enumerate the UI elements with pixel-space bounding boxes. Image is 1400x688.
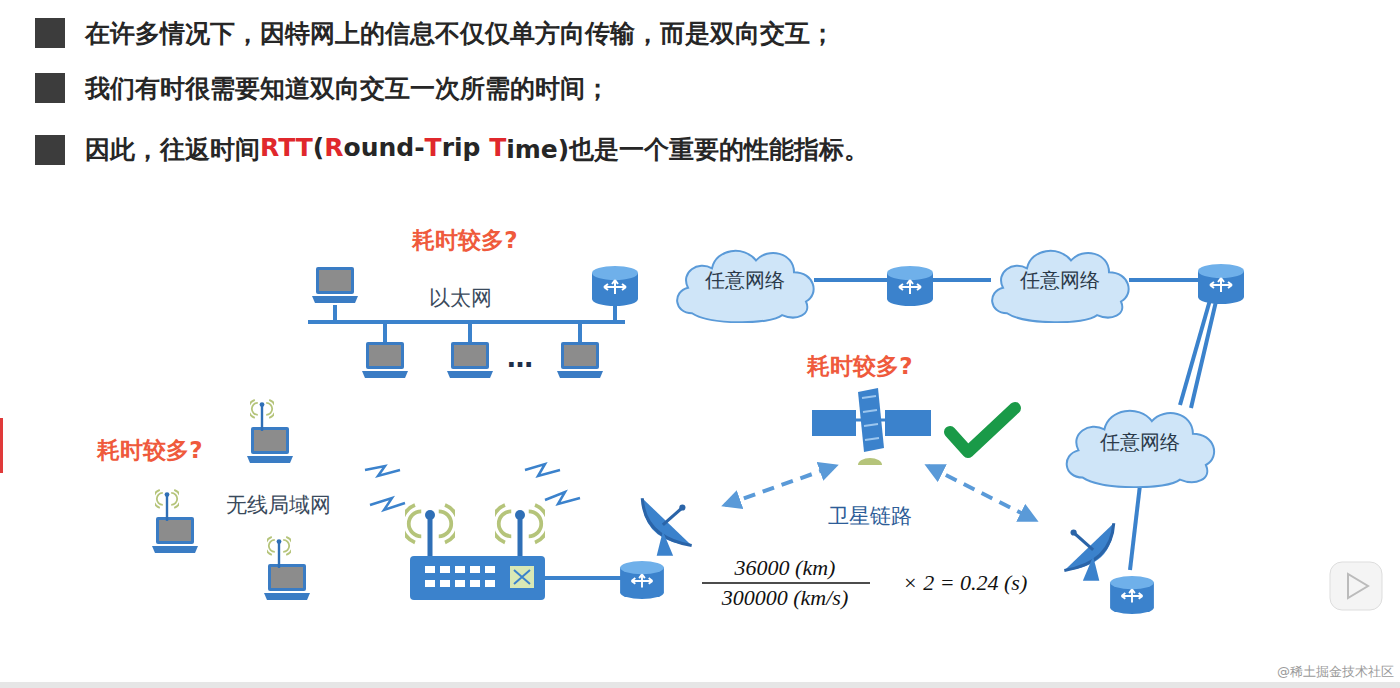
bullet-text: 在许多情况下，因特网上的信息不仅仅单方向传输，而是双向交互；	[85, 17, 835, 50]
formula-result: × 2 = 0.24 (s)	[903, 570, 1027, 596]
highlight-text: R	[324, 133, 343, 166]
link-label: 卫星链路	[828, 502, 912, 530]
warning-label: 耗时较多?	[412, 225, 517, 256]
network-label: 以太网	[429, 284, 492, 312]
highlight-text: T	[425, 133, 442, 166]
bullet-text: ime)也是一个重要的性能指标。	[506, 133, 869, 166]
cloud-network: 任意网络	[1059, 396, 1221, 488]
network-label: 无线局域网	[226, 491, 331, 519]
bullet-line: 因此，往返时间RTT(Round-Trip Time)也是一个重要的性能指标。	[85, 133, 869, 166]
highlight-text: RTT	[260, 133, 313, 166]
cloud-network: 任意网络	[670, 237, 820, 323]
bullet-text: (	[313, 133, 324, 166]
cloud-label: 任意网络	[1100, 429, 1180, 456]
cloud-label: 任意网络	[1020, 267, 1100, 294]
cloud-label: 任意网络	[705, 267, 785, 294]
highlight-text: T	[489, 133, 506, 166]
formula-numerator: 36000 (km)	[735, 555, 836, 581]
bullet-text: 我们有时很需要知道双向交互一次所需的时间；	[85, 72, 610, 105]
warning-label: 耗时较多?	[97, 435, 202, 466]
bullet-text: rip	[442, 133, 490, 166]
bullet-text: ound-	[344, 133, 425, 166]
ellipsis: …	[507, 343, 533, 373]
bullet-text: 因此，往返时间	[85, 133, 260, 166]
formula-denominator: 300000 (km/s)	[722, 585, 848, 611]
warning-label: 耗时较多?	[807, 351, 912, 382]
watermark: @稀土掘金技术社区	[1277, 663, 1394, 681]
cloud-network: 任意网络	[985, 237, 1135, 323]
